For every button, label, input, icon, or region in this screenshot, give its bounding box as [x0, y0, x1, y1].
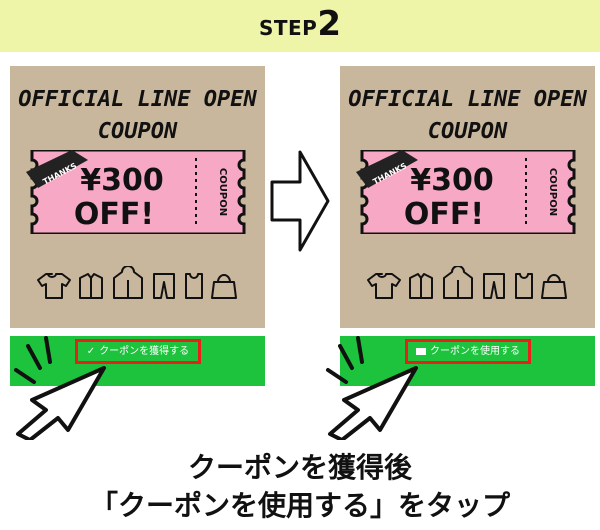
coupon-ticket: THANKS ¥300 OFF! COUPON — [26, 150, 246, 234]
step-header-bar: STEP2 — [0, 0, 600, 52]
tank-top-icon — [185, 273, 203, 299]
tshirt-icon — [37, 273, 71, 299]
coupon-off: OFF! — [404, 197, 484, 232]
coupon-headline: OFFICIAL LINE OPEN COUPON — [10, 84, 265, 148]
use-coupon-label: クーポンを使用する — [430, 346, 520, 357]
headline-line-2: COUPON — [427, 119, 508, 144]
bag-icon — [541, 274, 567, 299]
divider-strip — [10, 328, 265, 336]
coupon-headline: OFFICIAL LINE OPEN COUPON — [340, 84, 595, 148]
divider-strip — [340, 328, 595, 336]
use-coupon-button[interactable]: クーポンを使用する — [405, 339, 531, 364]
clothing-icons — [367, 266, 567, 299]
get-coupon-button[interactable]: ✓クーポンを獲得する — [75, 339, 201, 364]
caption-line-1: クーポンを獲得後 — [187, 451, 412, 484]
coupon-stub-text: COUPON — [217, 168, 228, 216]
headline-line-1: OFFICIAL LINE OPEN — [348, 87, 587, 112]
coupon-amount: ¥300 — [80, 163, 164, 198]
jacket-icon — [79, 273, 103, 299]
hoodie-icon — [113, 266, 143, 299]
jacket-icon — [409, 273, 433, 299]
ticket-icon — [416, 347, 426, 355]
headline-line-2: COUPON — [97, 119, 178, 144]
coupon-off: OFF! — [74, 197, 154, 232]
bag-icon — [211, 274, 237, 299]
coupon-screen-before: OFFICIAL LINE OPEN COUPON THANKS ¥300 OF… — [10, 66, 265, 386]
tshirt-icon — [367, 273, 401, 299]
headline-line-1: OFFICIAL LINE OPEN — [18, 87, 257, 112]
tank-top-icon — [515, 273, 533, 299]
hoodie-icon — [443, 266, 473, 299]
right-arrow-icon — [270, 150, 330, 252]
coupon-amount: ¥300 — [410, 163, 494, 198]
step-label: STEP2 — [0, 4, 600, 44]
get-coupon-label: クーポンを獲得する — [99, 346, 190, 357]
coupon-stub-text: COUPON — [547, 168, 558, 216]
caption-line-2: 「クーポンを使用する」をタップ — [89, 489, 510, 522]
pointer-hand-icon — [14, 336, 106, 440]
step-word: STEP — [258, 16, 318, 40]
pants-icon — [483, 273, 505, 299]
coupon-screen-after: OFFICIAL LINE OPEN COUPON THANKS ¥300 OF… — [340, 66, 595, 386]
step-number: 2 — [317, 4, 342, 44]
pointer-hand-icon — [326, 336, 418, 440]
clothing-icons — [37, 266, 237, 299]
pants-icon — [153, 273, 175, 299]
checkmark-icon: ✓ — [86, 346, 96, 357]
coupon-ticket: THANKS ¥300 OFF! COUPON — [356, 150, 576, 234]
